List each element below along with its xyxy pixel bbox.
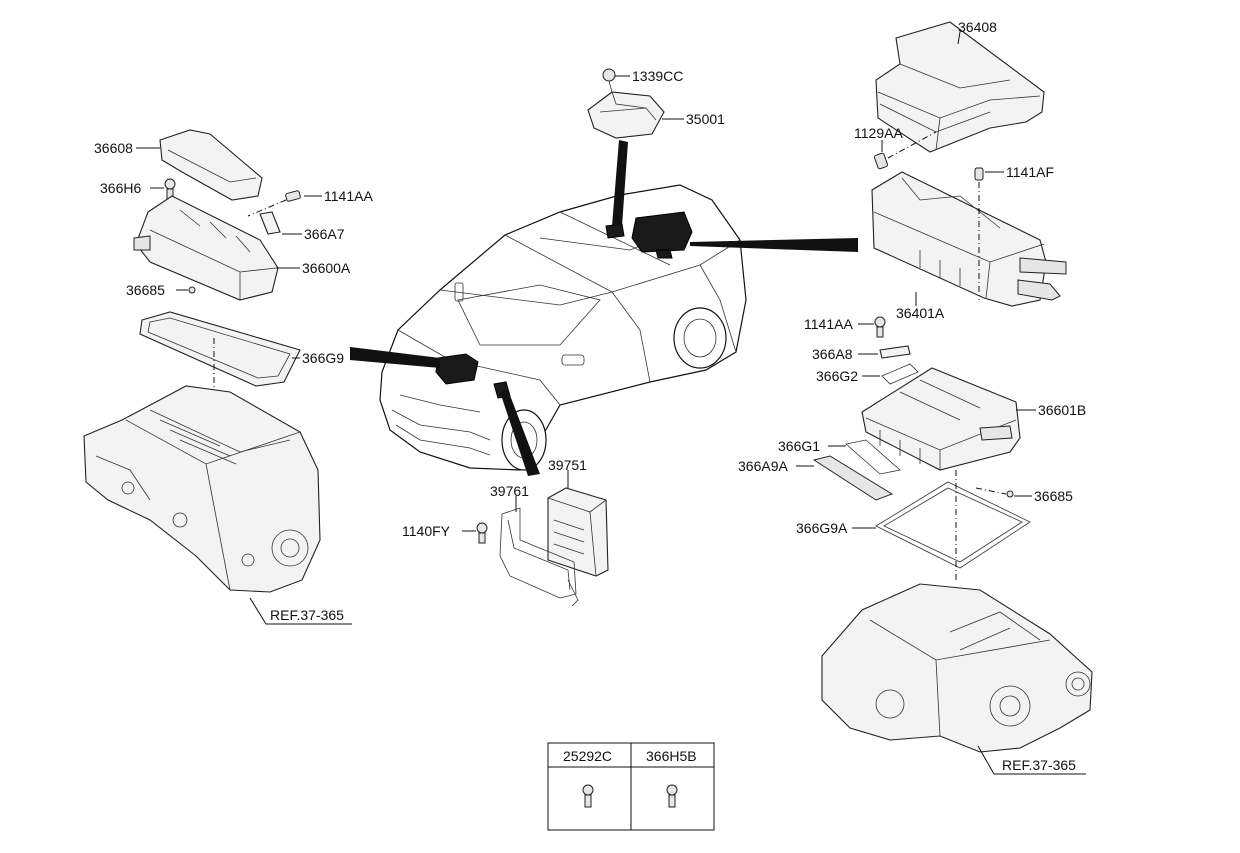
label-1140FY: 1140FY — [402, 523, 451, 539]
label-36401A: 36401A — [896, 305, 945, 321]
label-366A7: 366A7 — [304, 226, 345, 242]
part-366A7-plate — [259, 211, 281, 235]
bolt-1140FY — [476, 522, 488, 544]
part-366G2-gasket — [881, 363, 919, 385]
motor-housing-left — [83, 385, 321, 593]
part-36600A-unit — [133, 195, 279, 301]
parts-table: 25292C 366H5B — [547, 742, 715, 831]
leader-wedges — [350, 140, 858, 476]
label-39751: 39751 — [548, 457, 587, 473]
ref-label-left: REF.37-365 — [270, 607, 344, 623]
label-366A9A: 366A9A — [738, 458, 788, 474]
part-366A9A-cover — [812, 455, 894, 501]
label-36685-left: 36685 — [126, 282, 165, 298]
part-366G9-gasket — [139, 311, 301, 387]
label-1141AF: 1141AF — [1006, 164, 1054, 180]
part-36401A-unit — [871, 171, 1067, 307]
part-366G1-gasket — [845, 439, 901, 475]
bolt-366H5B-icon — [666, 784, 678, 808]
table-header-366H5B: 366H5B — [646, 748, 697, 764]
table-header-25292C: 25292C — [563, 748, 612, 764]
label-36600A: 36600A — [302, 260, 351, 276]
label-366G1: 366G1 — [778, 438, 820, 454]
label-36408: 36408 — [958, 19, 997, 35]
motor-housing-right — [821, 583, 1093, 753]
label-1339CC: 1339CC — [632, 68, 683, 84]
ref-label-right: REF.37-365 — [1002, 757, 1076, 773]
bolt-1141AA-left — [247, 190, 301, 217]
plug-36685-left — [188, 286, 196, 294]
plug-36685-right — [1006, 490, 1014, 498]
bolt-1141AF — [974, 167, 984, 300]
vehicle-illustration — [379, 184, 747, 471]
label-366G2: 366G2 — [816, 368, 858, 384]
label-36601B: 36601B — [1038, 402, 1086, 418]
label-366H6: 366H6 — [100, 180, 141, 196]
part-36608-cover — [159, 129, 263, 201]
label-35001: 35001 — [686, 111, 725, 127]
bolt-1129AA — [873, 131, 937, 170]
label-366G9: 366G9 — [302, 350, 344, 366]
part-36601B-unit — [861, 367, 1021, 471]
label-366A8: 366A8 — [812, 346, 853, 362]
part-36408-cover — [875, 21, 1045, 153]
label-1141AA-left: 1141AA — [324, 188, 373, 204]
label-36685-right: 36685 — [1034, 488, 1073, 504]
bolt-25292C-icon — [582, 784, 594, 808]
label-1129AA: 1129AA — [854, 125, 903, 141]
part-35001-module — [587, 68, 665, 139]
vehicle-highlight-parts — [435, 211, 693, 399]
part-366A8-plate — [879, 345, 911, 359]
label-39761: 39761 — [490, 483, 529, 499]
bolt-1141AA-right — [874, 316, 886, 338]
part-39751-ecu — [547, 487, 609, 577]
label-36608: 36608 — [94, 140, 133, 156]
label-1141AA-right: 1141AA — [804, 316, 853, 332]
part-366G9A-gasket — [875, 481, 1031, 569]
label-366G9A: 366G9A — [796, 520, 848, 536]
part-39761-bracket — [499, 507, 579, 607]
